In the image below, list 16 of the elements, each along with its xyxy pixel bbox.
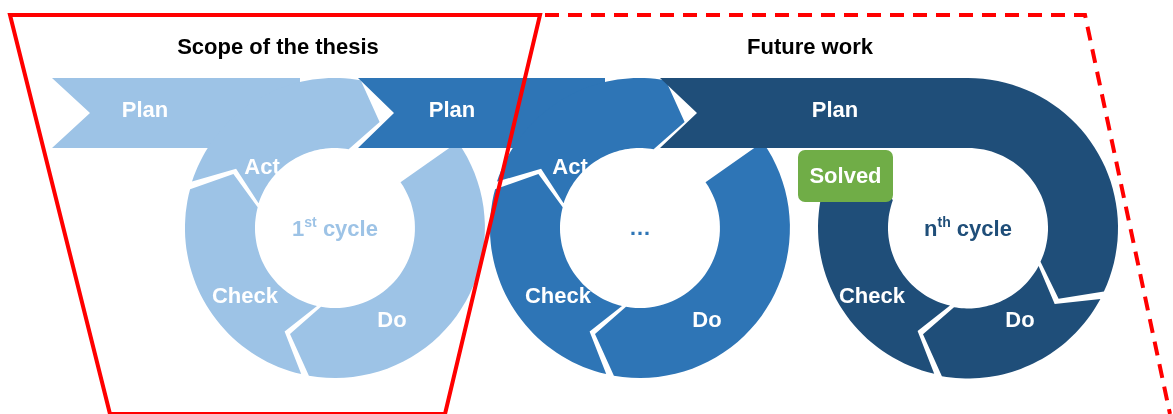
segment-label: Check <box>838 283 905 309</box>
segment-label: Do <box>377 307 407 333</box>
segment-label: Plan <box>121 97 169 123</box>
region-title: Future work <box>747 34 873 60</box>
segment-label: Check <box>211 283 278 309</box>
cycle-label: n$^{th}$ cycle <box>924 214 1012 242</box>
status-badge: Solved <box>798 150 893 202</box>
segment-label: Plan <box>428 97 476 123</box>
cycle-label: 1$^{st}$ cycle <box>292 214 378 242</box>
region-title: Scope of the thesis <box>177 34 379 60</box>
segment-label: Check <box>524 283 591 309</box>
segment-label: Do <box>692 307 722 333</box>
cycle-label: … <box>629 215 651 241</box>
segment-label: Plan <box>811 97 859 123</box>
segment-label: Do <box>1005 307 1035 333</box>
segment-label: Act <box>244 154 280 180</box>
